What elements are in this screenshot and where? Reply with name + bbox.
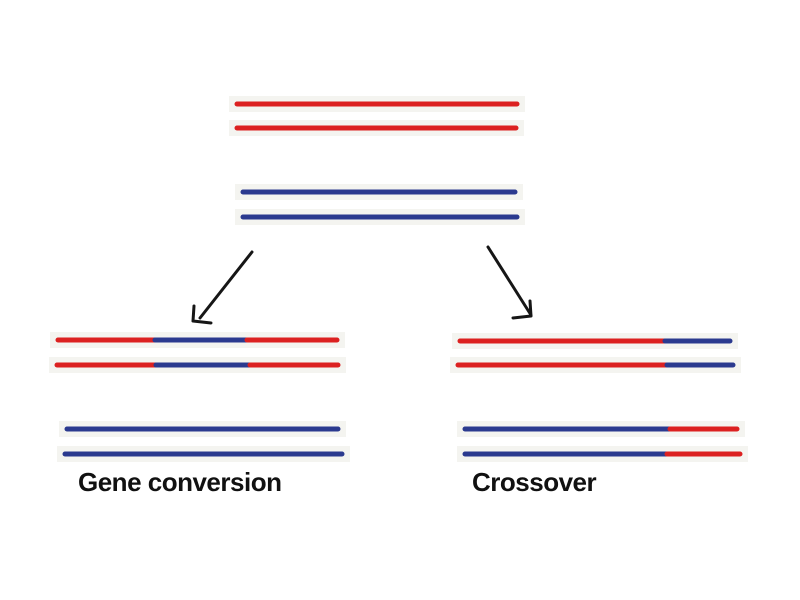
parental-red-duplex — [229, 96, 525, 136]
arrow-to-crossover — [486, 245, 533, 320]
crossover-top-duplex — [450, 333, 741, 373]
label-crossover: Crossover — [472, 467, 597, 497]
gene-conversion-blue-duplex — [57, 421, 350, 462]
label-gene-conversion: Gene conversion — [78, 467, 282, 497]
gene-conversion-heteroduplex — [49, 332, 346, 373]
crossover-bottom-duplex — [457, 421, 748, 462]
arrow-to-gene-conversion — [191, 250, 254, 325]
parental-blue-duplex — [235, 184, 525, 225]
